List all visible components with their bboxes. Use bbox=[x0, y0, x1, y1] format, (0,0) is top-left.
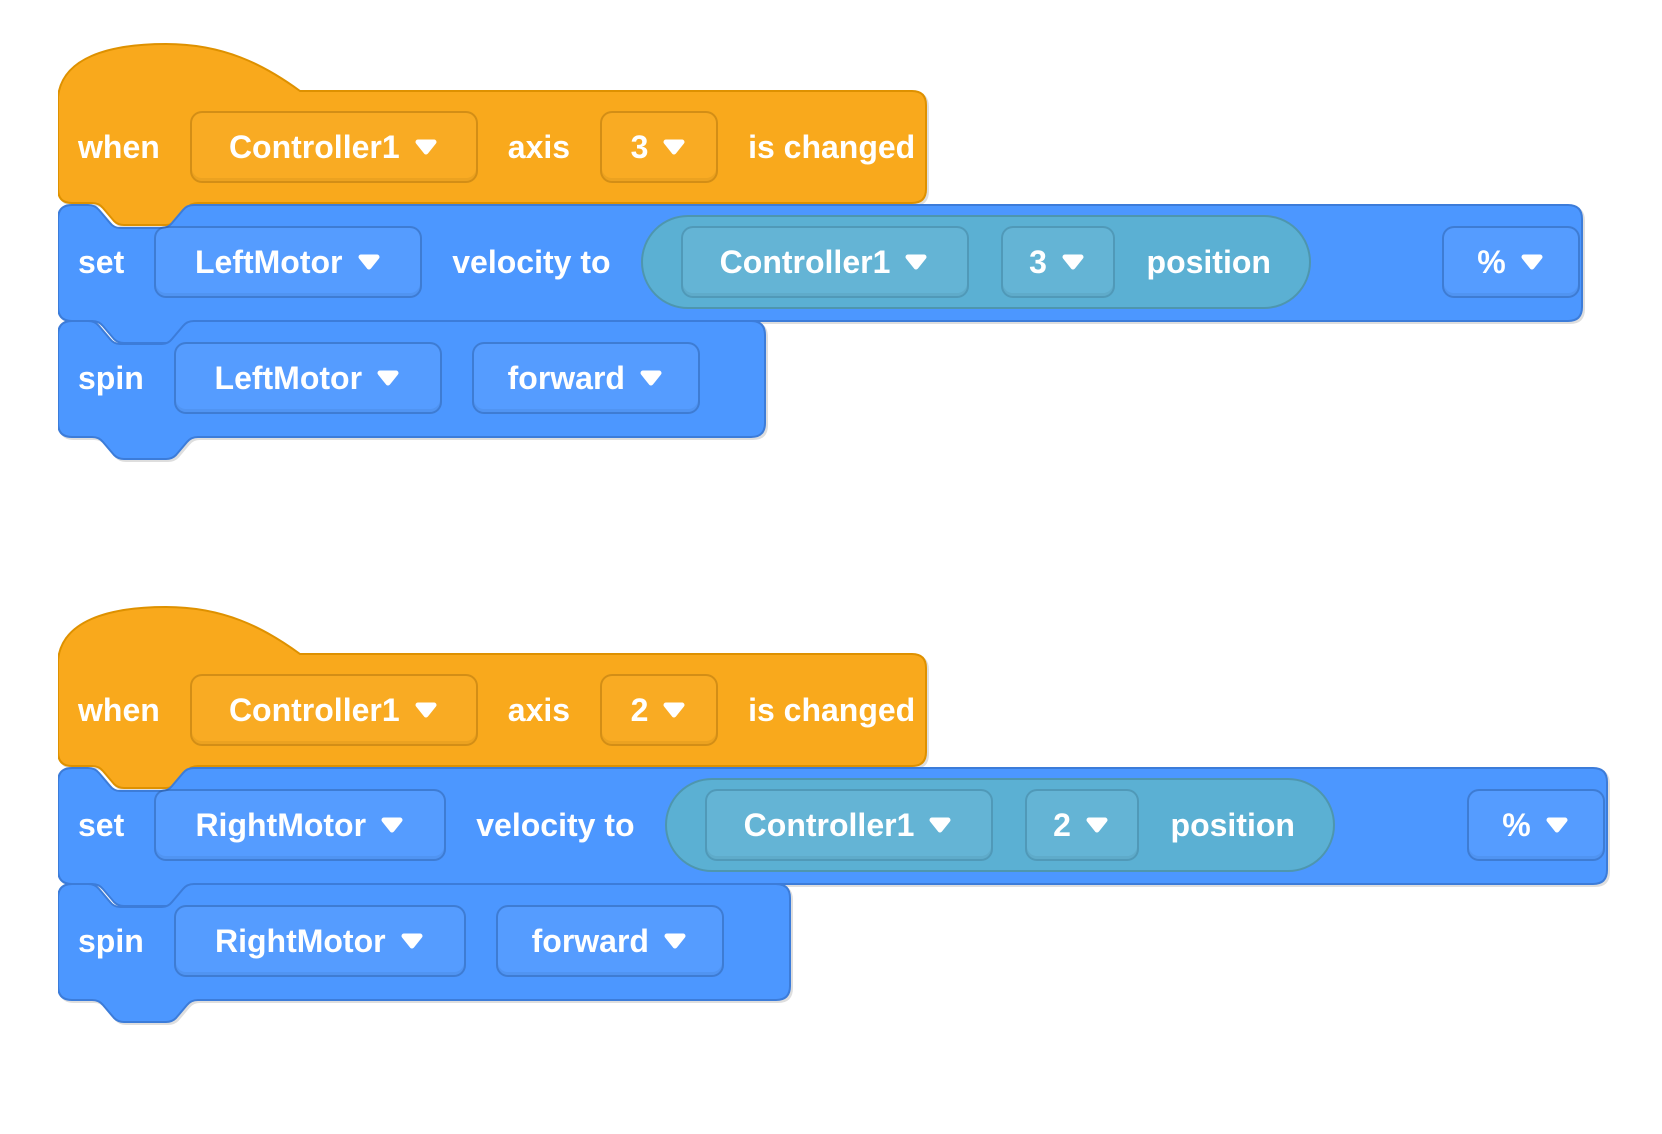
command-block-shape bbox=[58, 883, 791, 1023]
motor-dropdown[interactable]: LeftMotor bbox=[154, 225, 423, 298]
spin-block-row: spin LeftMotor forward bbox=[58, 321, 785, 434]
dropdown-arrow-icon bbox=[375, 369, 401, 387]
motor-dropdown[interactable]: RightMotor bbox=[173, 904, 466, 977]
controller-dropdown[interactable]: Controller1 bbox=[189, 674, 478, 746]
axis-number-dropdown[interactable]: 3 bbox=[600, 111, 719, 183]
controller-dropdown[interactable]: Controller1 bbox=[680, 225, 969, 298]
set-label: set bbox=[78, 806, 125, 843]
dropdown-arrow-icon bbox=[413, 138, 439, 156]
controller-dropdown[interactable]: Controller1 bbox=[189, 111, 478, 183]
motor-dropdown-value: LeftMotor bbox=[194, 243, 343, 280]
direction-dropdown-value: forward bbox=[507, 359, 625, 396]
is-changed-label: is changed bbox=[748, 692, 916, 728]
dropdown-arrow-icon bbox=[638, 369, 664, 387]
axis-label: axis bbox=[507, 129, 571, 165]
axis-number-dropdown[interactable]: 2 bbox=[600, 674, 719, 746]
dropdown-arrow-icon bbox=[356, 253, 382, 271]
dropdown-arrow-icon bbox=[399, 932, 425, 950]
unit-dropdown-value: % bbox=[1477, 243, 1506, 280]
motor-dropdown-value: LeftMotor bbox=[214, 359, 363, 396]
axis-label: axis bbox=[507, 692, 571, 728]
controller-dropdown[interactable]: Controller1 bbox=[704, 788, 993, 861]
motor-dropdown-value: RightMotor bbox=[195, 806, 367, 843]
spin-label: spin bbox=[78, 359, 144, 396]
dropdown-arrow-icon bbox=[1544, 816, 1570, 834]
set-block-row: set LeftMotor velocity to Controller1 3 … bbox=[58, 205, 1602, 318]
set-block-row: set RightMotor velocity to Controller1 2… bbox=[58, 768, 1627, 881]
motor-dropdown-value: RightMotor bbox=[214, 922, 386, 959]
is-changed-label: is changed bbox=[748, 129, 916, 165]
dropdown-arrow-icon bbox=[1519, 253, 1545, 271]
spin-label: spin bbox=[78, 922, 144, 959]
dropdown-arrow-icon bbox=[379, 816, 405, 834]
when-label: when bbox=[78, 692, 160, 728]
axis-number-dropdown[interactable]: 2 bbox=[1024, 788, 1139, 861]
dropdown-arrow-icon bbox=[661, 138, 687, 156]
axis-number-dropdown[interactable]: 3 bbox=[1000, 225, 1115, 298]
position-label: position bbox=[1170, 806, 1295, 843]
unit-dropdown[interactable]: % bbox=[1442, 225, 1580, 298]
set-label: set bbox=[78, 243, 125, 280]
position-label: position bbox=[1146, 243, 1271, 280]
axis-number-value: 3 bbox=[630, 129, 649, 165]
controller-axis-position-reporter[interactable]: Controller1 3 position bbox=[640, 214, 1311, 309]
motor-dropdown[interactable]: LeftMotor bbox=[173, 341, 442, 414]
dropdown-arrow-icon bbox=[903, 253, 929, 271]
axis-number-value: 2 bbox=[630, 692, 649, 728]
dropdown-arrow-icon bbox=[413, 701, 439, 719]
when-label: when bbox=[78, 129, 160, 165]
spin-block[interactable] bbox=[58, 319, 768, 481]
spin-block[interactable] bbox=[58, 882, 793, 1044]
hat-block-row: when Controller1 axis 3 is changed bbox=[58, 91, 946, 203]
spin-block-row: spin RightMotor forward bbox=[58, 884, 810, 997]
direction-dropdown-value: forward bbox=[531, 922, 649, 959]
dropdown-arrow-icon bbox=[662, 932, 688, 950]
controller-dropdown-value: Controller1 bbox=[228, 692, 400, 728]
dropdown-arrow-icon bbox=[927, 816, 953, 834]
command-block-shape bbox=[58, 320, 766, 460]
controller-dropdown-value: Controller1 bbox=[228, 129, 400, 165]
axis-number-value: 3 bbox=[1029, 243, 1047, 280]
hat-block-row: when Controller1 axis 2 is changed bbox=[58, 654, 946, 766]
controller-dropdown-value: Controller1 bbox=[743, 806, 915, 843]
dropdown-arrow-icon bbox=[1084, 816, 1110, 834]
direction-dropdown[interactable]: forward bbox=[495, 904, 724, 977]
controller-axis-position-reporter[interactable]: Controller1 2 position bbox=[664, 777, 1335, 872]
dropdown-arrow-icon bbox=[1060, 253, 1086, 271]
velocity-to-label: velocity to bbox=[476, 806, 635, 843]
motor-dropdown[interactable]: RightMotor bbox=[154, 788, 447, 861]
axis-number-value: 2 bbox=[1053, 806, 1071, 843]
direction-dropdown[interactable]: forward bbox=[471, 341, 700, 414]
velocity-to-label: velocity to bbox=[452, 243, 611, 280]
dropdown-arrow-icon bbox=[661, 701, 687, 719]
unit-dropdown[interactable]: % bbox=[1467, 788, 1605, 861]
controller-dropdown-value: Controller1 bbox=[719, 243, 891, 280]
unit-dropdown-value: % bbox=[1502, 806, 1531, 843]
